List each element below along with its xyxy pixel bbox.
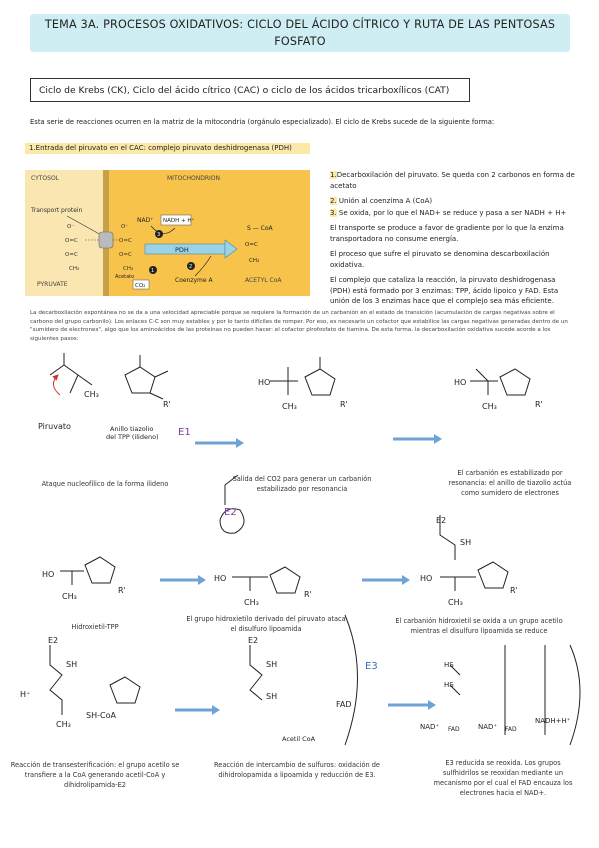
note-2: 2. Unión al coenzima A (CoA) bbox=[330, 197, 433, 205]
ch3-label-4: CH₃ bbox=[62, 592, 77, 601]
note-transport: El transporte se produce a favor de grad… bbox=[330, 224, 564, 243]
e2-label-3: E2 bbox=[48, 636, 58, 645]
acetyl-coa-label: ACETYL CoA bbox=[245, 277, 282, 284]
ho-label-2: HO bbox=[454, 378, 466, 387]
pyruvate-label: PYRUVATE bbox=[37, 281, 68, 288]
caption-7: Reacción de transesterificación: el grup… bbox=[10, 761, 180, 789]
r-label-2: R' bbox=[340, 400, 348, 409]
transport-label: Transport protein bbox=[30, 207, 83, 214]
r-label-3: R' bbox=[535, 400, 543, 409]
ch3-label-5: CH₃ bbox=[244, 598, 259, 607]
ho-label-4: HO bbox=[214, 574, 226, 583]
ch3-label-3: CH₃ bbox=[482, 402, 497, 411]
caption-8: Reacción de intercambio de sulfuros: oxi… bbox=[213, 761, 380, 779]
pdh-notes: 1.Decarboxilación del piruvato. Se queda… bbox=[330, 170, 575, 312]
nad-label-1: NAD⁺ bbox=[420, 723, 439, 731]
ho-label-1: HO bbox=[258, 378, 270, 387]
r-label-4: R' bbox=[118, 586, 126, 595]
cytosol-label: CYTOSOL bbox=[31, 175, 60, 182]
ring-label-2: del TPP (ilideno) bbox=[106, 433, 159, 441]
svg-text:O⁻: O⁻ bbox=[67, 224, 74, 230]
pyruvate-chem-label: Piruvato bbox=[38, 422, 71, 431]
svg-text:CH₃: CH₃ bbox=[123, 266, 133, 272]
e1-label: E1 bbox=[178, 427, 191, 438]
step-3-marker: 3 bbox=[157, 232, 160, 238]
nadh-label: NADH + H⁺ bbox=[163, 217, 194, 224]
caption-3: El carbanión es estabilizado por resonan… bbox=[448, 469, 572, 497]
ch3-label-2: CH₃ bbox=[282, 402, 297, 411]
e2-label-1: E2 bbox=[224, 507, 237, 518]
mito-label: MITOCHONDRION bbox=[167, 175, 220, 182]
note-1: 1.Decarboxilación del piruvato. Se queda… bbox=[330, 171, 575, 190]
svg-text:O=C: O=C bbox=[119, 238, 132, 244]
step-heading: 1.Entrada del piruvato en el CAC: comple… bbox=[25, 143, 310, 154]
coa-label: Coenzyme A bbox=[175, 277, 213, 284]
decarboxylation-paragraph: La decarboxilación espontánea no se da a… bbox=[30, 310, 568, 342]
ch3-label-7: CH₃ bbox=[56, 720, 71, 729]
svg-text:CH₃: CH₃ bbox=[69, 266, 79, 272]
e3-label: E3 bbox=[365, 661, 378, 672]
h-plus-label: H⁺ bbox=[20, 690, 30, 699]
caption-2: Salida del CO2 para generar un carbanión… bbox=[232, 475, 372, 493]
sh-coa-label: SH-CoA bbox=[86, 711, 116, 720]
caption-4: Hidroxietil-TPP bbox=[71, 623, 119, 631]
hs-label-2: HS bbox=[444, 681, 454, 689]
svg-text:O=C: O=C bbox=[65, 252, 78, 258]
e2-label-4: E2 bbox=[248, 636, 258, 645]
ch3-label-6: CH₃ bbox=[448, 598, 463, 607]
nadh-label-chem: NADH+H⁺ bbox=[535, 717, 571, 725]
svg-text:O=C: O=C bbox=[65, 238, 78, 244]
sh-label-4: SH bbox=[266, 692, 277, 701]
mechanism-diagram: Piruvato CH₃ Anillo tiazolio del TPP (il… bbox=[20, 353, 581, 746]
caption-1: Ataque nucleofílico de la forma ilideno bbox=[41, 480, 169, 488]
ring-label-1: Anillo tiazolio bbox=[110, 425, 153, 433]
r-label-5: R' bbox=[304, 590, 312, 599]
page-title: TEMA 3A. PROCESOS OXIDATIVOS: CICLO DEL … bbox=[30, 14, 570, 52]
svg-text:O=C: O=C bbox=[119, 252, 132, 258]
r-label-6: R' bbox=[510, 586, 518, 595]
caption-5: El grupo hidroxietilo derivado del piruv… bbox=[186, 615, 346, 633]
step-2-marker: 2 bbox=[189, 264, 192, 270]
caption-9: E3 reducida se reoxida. Los grupos sulfh… bbox=[433, 759, 573, 797]
nad-label: NAD⁺ bbox=[137, 217, 153, 224]
sh-label-1: SH bbox=[460, 538, 471, 547]
svg-text:CH₃: CH₃ bbox=[249, 258, 259, 264]
note-3: 3. Se oxida, por lo que el NAD+ se reduc… bbox=[330, 208, 567, 217]
pdh-label: PDH bbox=[175, 246, 189, 254]
section-title: Ciclo de Krebs (CK), Ciclo del ácido cít… bbox=[30, 78, 470, 102]
r-label-1: R' bbox=[163, 400, 171, 409]
s-coa-label: S — CoA bbox=[247, 225, 273, 232]
fad-label-2: FAD bbox=[448, 726, 460, 733]
sh-label-2: SH bbox=[66, 660, 77, 669]
sh-label-3: SH bbox=[266, 660, 277, 669]
note-process: El proceso que sufre el piruvato se deno… bbox=[330, 250, 550, 269]
pdh-figure: CYTOSOL MITOCHONDRION Transport protein … bbox=[25, 170, 310, 296]
ho-label-3: HO bbox=[42, 570, 54, 579]
nad-label-2: NAD⁺ bbox=[478, 723, 497, 731]
fad-label-3: FAD bbox=[505, 726, 517, 733]
svg-text:O⁻: O⁻ bbox=[121, 224, 128, 230]
note-complex: El complejo que cataliza la reacción, la… bbox=[330, 276, 559, 305]
transport-protein-shape bbox=[98, 231, 114, 249]
fad-label-1: FAD bbox=[336, 700, 352, 709]
co2-label: CO₂ bbox=[135, 283, 145, 289]
acetate-label: Acetato bbox=[115, 274, 134, 280]
caption-6: El carbanión hidroxietil se oxida a un g… bbox=[395, 617, 563, 635]
ch3-label-1: CH₃ bbox=[84, 390, 99, 399]
acetyl-coa-chem-label: Acetil CoA bbox=[282, 735, 316, 743]
intro-text: Esta serie de reacciones ocurren en la m… bbox=[30, 118, 495, 126]
svg-text:O=C: O=C bbox=[245, 242, 258, 248]
e2-label-2: E2 bbox=[436, 516, 446, 525]
step-1-marker: 1 bbox=[151, 268, 154, 274]
ho-label-5: HO bbox=[420, 574, 432, 583]
hs-label-1: HS bbox=[444, 661, 454, 669]
